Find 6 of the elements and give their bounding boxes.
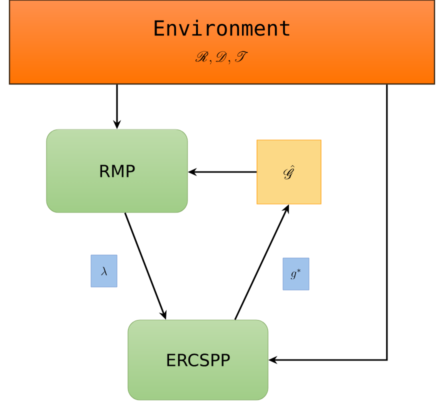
environment-box: Environment $\mathscr{R},\mathscr{D},\mathscr{T}$ [8,0,436,85]
process-box: ERCSPP [128,320,268,400]
edge-label: $g^*$ [282,258,310,290]
process-box: RMP [46,129,188,213]
estimate-box: $\hat{\mathscr{G}}$ [256,140,322,204]
edge-label: $\lambda$ [90,254,118,288]
